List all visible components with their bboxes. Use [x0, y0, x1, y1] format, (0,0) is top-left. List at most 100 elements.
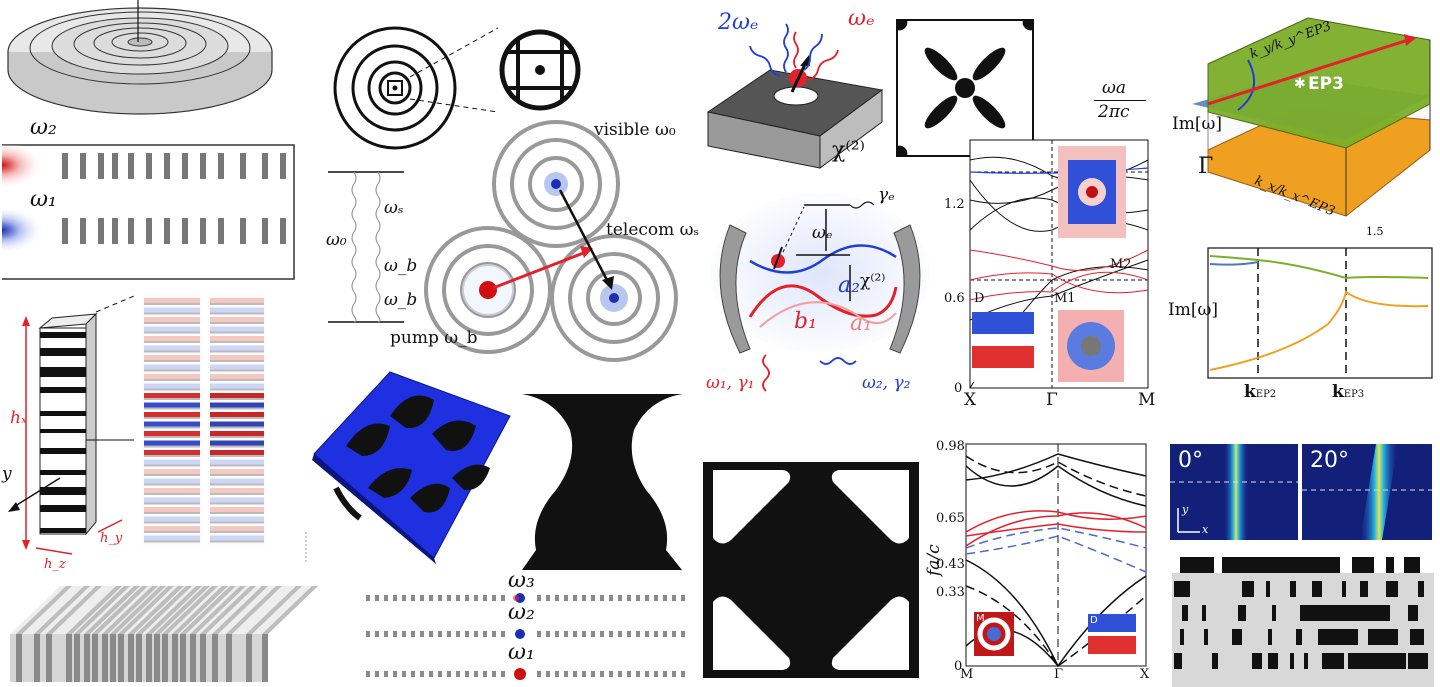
slab-top: [46, 586, 102, 634]
mode-row-dash: [402, 595, 406, 601]
mode-row-dash: [546, 671, 550, 677]
mode-row-dash: [618, 631, 622, 637]
slab-top: [136, 586, 192, 634]
barcode-bar: [1352, 557, 1374, 573]
field-stripe: [210, 497, 264, 503]
slab-top: [84, 586, 140, 634]
mode-row-dash: [483, 631, 487, 637]
grating-bar: [240, 153, 246, 179]
field-separator: [144, 360, 200, 362]
fa-inset-M: M: [976, 613, 985, 624]
mode-row-dash: [636, 631, 640, 637]
mode-omega3-label: ω₃: [508, 570, 535, 593]
field-stripe: [144, 345, 200, 351]
mode-row-dash: [465, 631, 469, 637]
mode-row-dash: [663, 671, 667, 677]
slab-top: [190, 586, 246, 634]
mode-row-dash: [645, 595, 649, 601]
barcode-bar: [1304, 653, 1308, 669]
hy-label: h_y: [100, 531, 123, 546]
barcode-bar: [1296, 629, 1302, 645]
mode-row-dash: [474, 671, 478, 677]
grating-bar: [128, 218, 134, 244]
grating-bar: [112, 218, 118, 244]
slab-front: [128, 634, 134, 682]
mode-row-dash: [420, 631, 424, 637]
mode-row-dash: [546, 631, 550, 637]
field-separator: [144, 493, 200, 495]
slab-front: [34, 634, 40, 682]
stack-layer: [40, 487, 86, 495]
mode-field-panel: ω₂ ω₁: [0, 115, 300, 287]
field-separator: [210, 322, 264, 324]
slab-top: [16, 586, 72, 634]
mode-row-dash: [609, 671, 613, 677]
mode-row-dash: [402, 671, 406, 677]
mode-row-dash: [555, 631, 559, 637]
angle-20-label: 20°: [1310, 448, 1349, 473]
field-stripe: [210, 450, 264, 455]
mode-row-dash: [645, 631, 649, 637]
field-separator: [210, 388, 264, 391]
slab-front: [92, 634, 98, 682]
slab-top: [262, 586, 318, 634]
field-stripe: [210, 421, 264, 427]
field-separator: [210, 426, 264, 429]
field-stripe: [144, 402, 200, 408]
grating-bar: [218, 153, 224, 179]
lines-im-omega-label: Im[ω]: [1168, 300, 1218, 320]
slab-top: [92, 586, 148, 634]
mode-row-dash: [501, 671, 505, 677]
fa-x-M: M: [960, 667, 974, 682]
mode-row-dash: [492, 631, 496, 637]
barcode-bar: [1300, 605, 1390, 621]
field-stripe: [144, 488, 200, 493]
field-separator: [144, 331, 200, 334]
band-label-M2: M2: [1110, 257, 1132, 272]
mode-row-dash: [645, 671, 649, 677]
field-stripe: [210, 383, 264, 389]
slab-top: [180, 586, 236, 634]
slab-top: [212, 586, 268, 634]
telecom-omega-s-label: telecom ωₛ: [606, 220, 700, 240]
slab-front: [66, 634, 72, 682]
mode-row-dash: [573, 631, 577, 637]
slab-top: [66, 586, 122, 634]
mode-row-dash: [555, 595, 559, 601]
stack-layer: [40, 387, 86, 393]
field-stripe: [210, 488, 264, 493]
slab-top: [154, 586, 210, 634]
slab-top: [110, 586, 166, 634]
unit-cell-top-illustration: [896, 19, 1034, 157]
b1-label: b₁: [794, 309, 817, 334]
field-separator: [144, 398, 200, 400]
barcode-bar: [1404, 557, 1420, 573]
field-separator: [144, 455, 200, 457]
fa-x-Gamma: Γ: [1054, 667, 1064, 682]
mode-row-dash: [681, 595, 685, 601]
grating-bar: [200, 153, 206, 179]
barcode-panel: [1172, 555, 1434, 687]
field-separator: [144, 512, 200, 514]
slab-front: [226, 634, 232, 682]
grating-bar: [62, 218, 68, 244]
slab-front: [84, 634, 90, 682]
mode-row-dash: [672, 671, 676, 677]
mode-row-dash: [420, 595, 424, 601]
field-separator: [144, 502, 200, 505]
cavity-panel: γₑ ωₑ χ⁽²⁾ a₂ b₁ a₁ ω₁, γ₁ ω₂, γ₂: [700, 185, 940, 405]
mode-row-dash: [393, 631, 397, 637]
grating-bar: [164, 218, 170, 244]
fa-tick-0-33: 0.33: [936, 585, 965, 600]
mode-row-dash: [600, 631, 604, 637]
hourglass-cell-illustration: [522, 390, 682, 570]
angle-y-label: y: [1182, 503, 1189, 516]
mode-row-dash: [483, 595, 487, 601]
barcode-bar: [1386, 581, 1398, 597]
field-separator: [144, 369, 200, 372]
barcode-bar: [1238, 605, 1246, 621]
band-x-Gamma: Γ: [1046, 390, 1058, 410]
barcode-bar: [1408, 653, 1428, 669]
barcode-bar: [1212, 653, 1218, 669]
field-separator: [144, 379, 200, 381]
